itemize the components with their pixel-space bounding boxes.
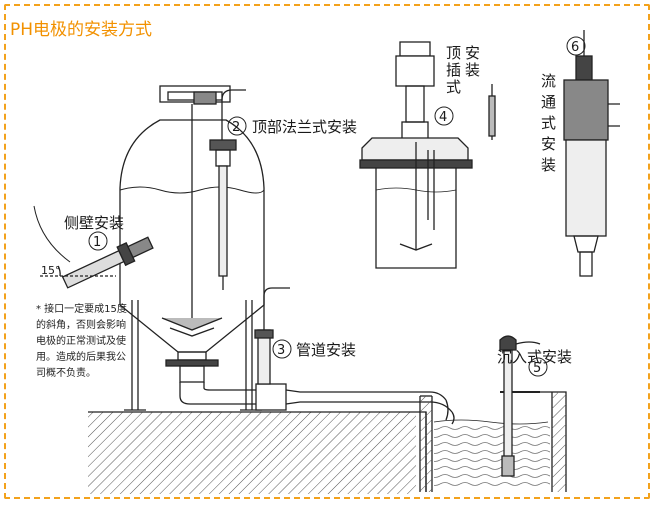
note-line-1: * 接口一定要成15度 xyxy=(36,302,127,315)
note-line-3: 电极的正常测试及使 xyxy=(36,334,126,347)
label-side-wall: 侧壁安装 xyxy=(64,214,124,232)
pipeline-electrode xyxy=(254,287,290,385)
callout-numbers xyxy=(88,36,586,377)
side-wall-electrode xyxy=(33,205,154,289)
note-line-4: 用。造成的后果我公 xyxy=(36,350,126,363)
label-flow-through: 流通式安装 xyxy=(541,72,556,174)
svg-text:流通式安装: 流通式安装 xyxy=(541,72,556,174)
note-line-5: 司概不负责。 xyxy=(36,366,96,379)
immersion-tank xyxy=(419,335,567,492)
flow-through-cell xyxy=(563,30,620,277)
number-2: 2 xyxy=(232,120,240,135)
number-5: 5 xyxy=(533,361,541,376)
top-insert-vessel xyxy=(359,41,496,269)
label-immersion: 沉入式安装 xyxy=(497,348,572,366)
diagram-title: PH电极的安装方式 xyxy=(10,20,153,40)
number-1: 1 xyxy=(93,235,101,250)
top-flange-electrode xyxy=(209,89,246,290)
warning-note: * 接口一定要成15度 的斜角，否则会影响 电极的正常测试及使 用。造成的后果我… xyxy=(36,302,127,379)
label-angle: 15° xyxy=(41,264,61,277)
outlet-pipe xyxy=(179,382,455,425)
number-6: 6 xyxy=(571,40,579,55)
floor-slab xyxy=(88,411,427,494)
label-top-flange: 顶部法兰式安装 xyxy=(252,118,357,136)
label-top-insert: 顶插式 安装 xyxy=(446,44,480,96)
number-3: 3 xyxy=(277,343,285,358)
label-pipeline: 管道安装 xyxy=(296,341,356,359)
svg-text:安装: 安装 xyxy=(465,44,480,79)
dashed-frame xyxy=(4,4,650,499)
svg-text:顶插式: 顶插式 xyxy=(446,44,461,96)
note-line-2: 的斜角，否则会影响 xyxy=(36,318,126,331)
number-4: 4 xyxy=(439,110,447,125)
